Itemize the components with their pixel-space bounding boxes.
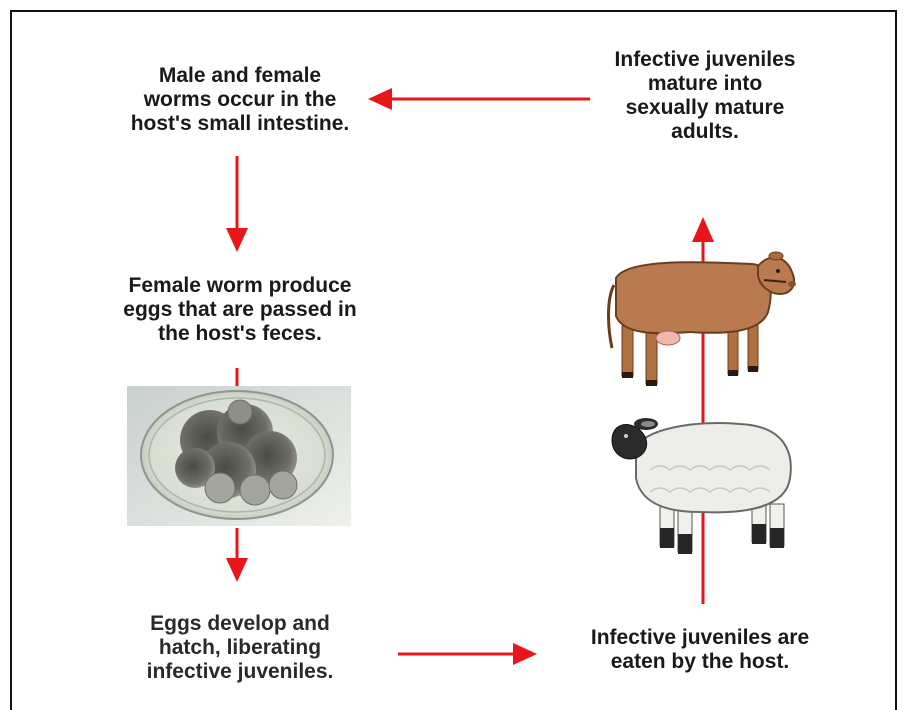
arrow-hatch-to-eaten bbox=[398, 643, 537, 665]
arrow-intestine-to-eggs bbox=[226, 156, 248, 252]
arrow-eggs-to-hatch bbox=[226, 528, 248, 582]
arrow-mature-to-intestine bbox=[368, 88, 590, 110]
sheep-illustration bbox=[612, 418, 791, 554]
egg-micrograph bbox=[127, 386, 351, 526]
